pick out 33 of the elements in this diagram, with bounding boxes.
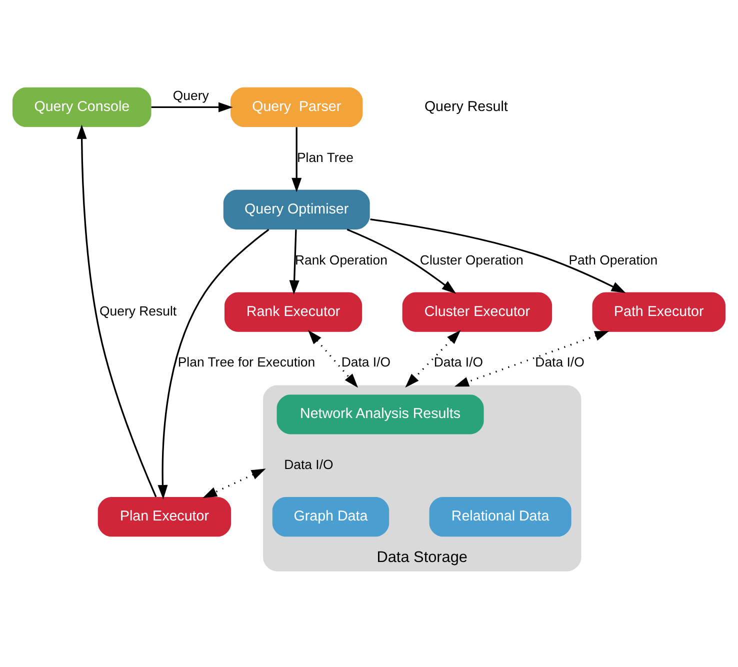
node-box: Query Console: [12, 87, 152, 128]
node-box: Rank Executor: [224, 292, 362, 332]
arrow: [292, 127, 302, 192]
arrow: [151, 102, 233, 112]
node-box: Network Analysis Results: [276, 394, 484, 434]
edge-label: Data I/O: [434, 354, 484, 370]
arrow: [346, 228, 456, 294]
arrow: [405, 330, 461, 388]
node-box: Path Executor: [592, 292, 726, 332]
label: Query Result: [424, 98, 508, 115]
arrow: [76, 124, 157, 498]
edge-label: Data I/O: [341, 354, 391, 370]
node-box: Query Parser: [230, 87, 363, 128]
edge-label: Rank Operation: [294, 252, 388, 268]
edge-label: Cluster Operation: [420, 252, 524, 268]
node-box: Query Optimiser: [223, 190, 370, 230]
arrow: [370, 218, 626, 294]
edge-label: Plan Tree: [296, 150, 354, 165]
arrow: [454, 331, 610, 387]
edge-label: Data I/O: [284, 457, 334, 472]
arrow: [202, 468, 266, 498]
node-box: Cluster Executor: [402, 292, 552, 332]
node-box: Relational Data: [429, 497, 572, 537]
node-box: Graph Data: [272, 497, 390, 537]
arrow: [289, 230, 300, 295]
arrow: [308, 330, 358, 388]
edge-label: Query Result: [100, 303, 177, 318]
edge-label: Plan Tree for Execution: [178, 354, 316, 370]
arrow: [158, 228, 270, 500]
node-box: Plan Executor: [98, 497, 232, 537]
edge-label: Path Operation: [568, 252, 658, 268]
edge-label: Query: [172, 88, 209, 104]
edge-label: Data I/O: [535, 354, 584, 370]
